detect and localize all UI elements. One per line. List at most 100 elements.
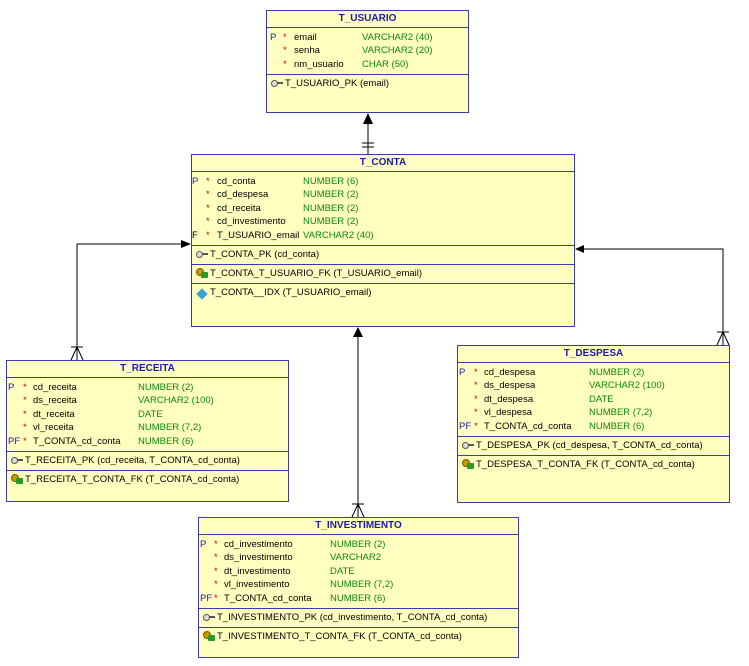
foreign-key-row[interactable]: T_DESPESA_T_CONTA_FK (T_CONTA_cd_conta)	[458, 456, 729, 474]
column-type: NUMBER (2)	[303, 189, 359, 201]
rel-receita-conta[interactable]	[70, 240, 191, 361]
arrowhead-icon	[575, 245, 584, 253]
primary-key-row[interactable]: T_CONTA_PK (cd_conta)	[192, 246, 574, 265]
entity-t-conta[interactable]: T_CONTA P * cd_conta NUMBER (6) * cd_des…	[191, 154, 575, 327]
primary-key-row[interactable]: T_INVESTIMENTO_PK (cd_investimento, T_CO…	[199, 609, 518, 628]
foreign-key-row[interactable]: T_INVESTIMENTO_T_CONTA_FK (T_CONTA_cd_co…	[199, 628, 518, 646]
entity-title: T_INVESTIMENTO	[199, 518, 518, 535]
key-flag: F	[192, 229, 198, 241]
column-name: vl_investimento	[224, 579, 290, 591]
key-flag: PF	[200, 592, 213, 604]
primary-key-row[interactable]: T_RECEITA_PK (cd_receita, T_CONTA_cd_con…	[7, 452, 288, 471]
required-marker: *	[214, 552, 218, 564]
column-row[interactable]: PF * T_CONTA_cd_conta NUMBER (6)	[199, 592, 518, 605]
column-row[interactable]: * ds_investimento VARCHAR2	[199, 551, 518, 564]
column-name: T_CONTA_cd_conta	[33, 435, 121, 447]
entity-title: T_RECEITA	[7, 361, 288, 378]
entity-t-investimento[interactable]: T_INVESTIMENTO P * cd_investimento NUMBE…	[198, 517, 519, 658]
column-row[interactable]: * nm_usuario CHAR (50)	[267, 58, 468, 71]
column-type: DATE	[330, 565, 355, 577]
column-name: vl_despesa	[484, 407, 533, 419]
required-marker: *	[283, 58, 287, 70]
column-row[interactable]: F * T_USUARIO_email VARCHAR2 (40)	[192, 229, 574, 242]
primary-key-row[interactable]: T_DESPESA_PK (cd_despesa, T_CONTA_cd_con…	[458, 437, 729, 456]
primary-key-label: T_RECEITA_PK (cd_receita, T_CONTA_cd_con…	[25, 454, 240, 466]
column-row[interactable]: P * cd_receita NUMBER (2)	[7, 381, 288, 394]
column-row[interactable]: P * cd_conta NUMBER (6)	[192, 175, 574, 188]
entity-t-receita[interactable]: T_RECEITA P * cd_receita NUMBER (2) * ds…	[6, 360, 289, 502]
entity-title: T_DESPESA	[458, 346, 729, 363]
column-name: cd_conta	[217, 176, 256, 187]
foreign-key-row[interactable]: T_CONTA_T_USUARIO_FK (T_USUARIO_email)	[192, 265, 574, 284]
column-row[interactable]: * cd_despesa NUMBER (2)	[192, 188, 574, 201]
column-name: dt_despesa	[484, 393, 534, 405]
required-marker: *	[474, 380, 478, 392]
column-name: dt_investimento	[224, 565, 291, 577]
column-row[interactable]: * dt_despesa DATE	[458, 393, 729, 406]
column-row[interactable]: P * cd_despesa NUMBER (2)	[458, 366, 729, 379]
index-icon	[196, 287, 208, 305]
primary-key-icon	[462, 441, 474, 449]
column-row[interactable]: PF * T_CONTA_cd_conta NUMBER (6)	[7, 435, 288, 448]
column-type: NUMBER (6)	[303, 176, 359, 187]
column-row[interactable]: * vl_receita NUMBER (7,2)	[7, 421, 288, 434]
column-row[interactable]: * cd_investimento NUMBER (2)	[192, 215, 574, 228]
key-flag: P	[192, 176, 199, 187]
foreign-key-row[interactable]: T_RECEITA_T_CONTA_FK (T_CONTA_cd_conta)	[7, 471, 288, 489]
foreign-key-label: T_INVESTIMENTO_T_CONTA_FK (T_CONTA_cd_co…	[217, 630, 462, 642]
column-row[interactable]: P * cd_investimento NUMBER (2)	[199, 538, 518, 551]
crowfoot-icon	[76, 346, 84, 361]
required-marker: *	[206, 202, 210, 214]
column-type: VARCHAR2	[330, 552, 382, 564]
foreign-key-icon	[462, 458, 474, 469]
required-marker: *	[23, 408, 27, 420]
required-marker: *	[283, 45, 287, 57]
required-marker: *	[214, 592, 218, 604]
required-marker: *	[214, 539, 218, 550]
required-marker: *	[474, 407, 478, 419]
column-type: VARCHAR2 (100)	[138, 395, 214, 407]
required-marker: *	[206, 189, 210, 201]
column-row[interactable]: * dt_receita DATE	[7, 408, 288, 421]
column-type: DATE	[138, 408, 163, 420]
rel-investimento-conta[interactable]	[351, 327, 365, 518]
foreign-key-label: T_DESPESA_T_CONTA_FK (T_CONTA_cd_conta)	[476, 458, 695, 470]
entity-title: T_CONTA	[192, 155, 574, 172]
required-marker: *	[214, 565, 218, 577]
column-row[interactable]: PF * T_CONTA_cd_conta NUMBER (6)	[458, 420, 729, 433]
column-type: NUMBER (7,2)	[589, 407, 653, 419]
column-list: P * cd_investimento NUMBER (2) * ds_inve…	[199, 535, 518, 609]
column-list: P * cd_conta NUMBER (6) * cd_despesa NUM…	[192, 172, 574, 246]
column-type: NUMBER (7,2)	[330, 579, 394, 591]
column-name: ds_receita	[33, 395, 77, 407]
column-name: cd_despesa	[484, 367, 536, 378]
key-flag: P	[270, 32, 277, 43]
key-flag: PF	[459, 420, 472, 432]
column-row[interactable]: * senha VARCHAR2 (20)	[267, 44, 468, 57]
required-marker: *	[283, 32, 287, 43]
entity-t-usuario[interactable]: T_USUARIO P * email VARCHAR2 (40) * senh…	[266, 10, 469, 113]
rel-despesa-conta[interactable]	[575, 245, 730, 346]
column-row[interactable]: * vl_despesa NUMBER (7,2)	[458, 406, 729, 419]
column-row[interactable]: P * email VARCHAR2 (40)	[267, 31, 468, 44]
column-row[interactable]: * ds_despesa VARCHAR2 (100)	[458, 379, 729, 392]
foreign-key-label: T_CONTA_T_USUARIO_FK (T_USUARIO_email)	[210, 267, 423, 279]
column-row[interactable]: * dt_investimento DATE	[199, 565, 518, 578]
column-type: NUMBER (2)	[589, 367, 645, 378]
index-row[interactable]: T_CONTA__IDX (T_USUARIO_email)	[192, 284, 574, 302]
index-label: T_CONTA__IDX (T_USUARIO_email)	[210, 286, 372, 298]
entity-t-despesa[interactable]: T_DESPESA P * cd_despesa NUMBER (2) * ds…	[457, 345, 730, 503]
column-row[interactable]: * ds_receita VARCHAR2 (100)	[7, 394, 288, 407]
column-row[interactable]: * vl_investimento NUMBER (7,2)	[199, 578, 518, 591]
key-flag: P	[200, 539, 207, 550]
column-type: CHAR (50)	[362, 58, 409, 70]
column-row[interactable]: * cd_receita NUMBER (2)	[192, 202, 574, 215]
column-name: cd_investimento	[224, 539, 293, 550]
key-flag: P	[459, 367, 466, 378]
primary-key-label: T_USUARIO_PK (email)	[285, 78, 389, 90]
primary-key-row[interactable]: T_USUARIO_PK (email)	[267, 75, 468, 93]
column-name: T_CONTA_cd_conta	[484, 420, 572, 432]
rel-conta-usuario[interactable]	[362, 113, 374, 154]
